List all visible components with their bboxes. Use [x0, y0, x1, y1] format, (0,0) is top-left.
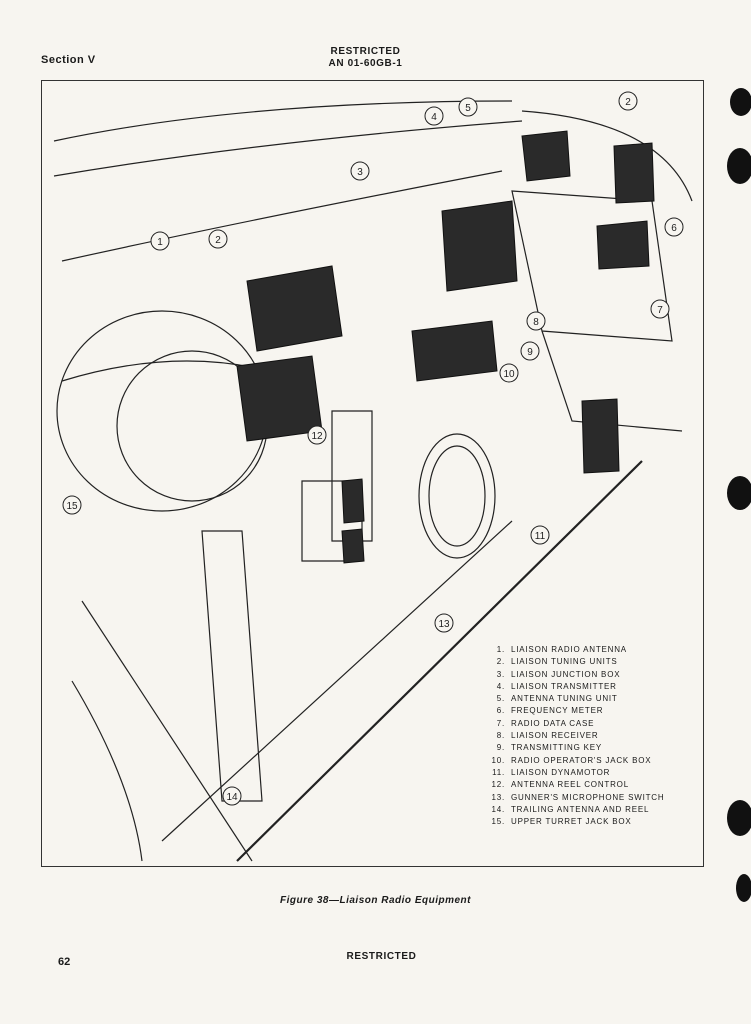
svg-text:6: 6: [671, 223, 677, 234]
svg-text:2: 2: [215, 235, 221, 246]
page-footer: RESTRICTED: [0, 951, 751, 962]
callout-8: 8: [526, 311, 546, 331]
legend-label: RADIO OPERATOR'S JACK BOX: [511, 755, 652, 765]
page-number: 62: [58, 956, 71, 968]
header-classification: RESTRICTED: [330, 46, 401, 57]
figure-legend: 1. LIAISON RADIO ANTENNA 2. LIAISON TUNING …: [490, 644, 664, 828]
header-doc-number: AN 01-60GB-1: [328, 58, 403, 69]
legend-item: 12. ANTENNA REEL CONTROL: [490, 779, 664, 791]
legend-label: GUNNER'S MICROPHONE SWITCH: [511, 792, 665, 802]
legend-number: 7.: [496, 718, 505, 728]
legend-item: 10. RADIO OPERATOR'S JACK BOX: [490, 755, 664, 767]
legend-item: 8. LIAISON RECEIVER: [490, 730, 664, 742]
svg-text:5: 5: [465, 103, 471, 114]
legend-item: 13. GUNNER'S MICROPHONE SWITCH: [490, 792, 664, 804]
legend-label: RADIO DATA CASE: [511, 718, 595, 728]
legend-label: TRANSMITTING KEY: [511, 743, 603, 753]
legend-number: 4.: [496, 681, 505, 691]
equipment-illustration: 1 2 2 3 4 5 6 7 8 9 10 11 12 13 14 15: [53, 91, 693, 862]
legend-item: 6. FREQUENCY METER: [490, 705, 664, 717]
legend-item: 7. RADIO DATA CASE: [490, 718, 664, 730]
legend-item: 2. LIAISON TUNING UNITS: [490, 656, 664, 668]
callout-13: 13: [434, 613, 454, 633]
legend-number: 2.: [496, 657, 505, 667]
binder-hole: [736, 874, 751, 902]
legend-label: LIAISON RADIO ANTENNA: [511, 645, 627, 654]
legend-number: 9.: [496, 743, 505, 753]
svg-text:15: 15: [66, 501, 78, 512]
svg-text:9: 9: [527, 347, 533, 358]
legend-label: ANTENNA REEL CONTROL: [511, 780, 629, 790]
section-label: Section V: [41, 54, 96, 66]
callout-6: 6: [664, 217, 684, 237]
legend-number: 13.: [491, 792, 505, 802]
callout-2b: 2: [618, 91, 638, 111]
svg-text:10: 10: [503, 369, 515, 380]
binder-hole: [730, 88, 751, 116]
legend-number: 3.: [496, 669, 505, 679]
svg-text:3: 3: [357, 167, 363, 178]
legend-item: 5. ANTENNA TUNING UNIT: [490, 693, 664, 705]
callout-1: 1: [150, 231, 170, 251]
legend-label: LIAISON TUNING UNITS: [511, 657, 618, 667]
callout-11: 11: [530, 525, 550, 545]
callout-4: 4: [424, 106, 444, 126]
legend-label: LIAISON DYNAMOTOR: [511, 767, 611, 777]
callout-14: 14: [222, 786, 242, 806]
legend-item: 4. LIAISON TRANSMITTER: [490, 681, 664, 693]
callout-5: 5: [458, 97, 478, 117]
callout-10: 10: [499, 363, 519, 383]
legend-number: 6.: [496, 706, 505, 716]
legend-item: 1. LIAISON RADIO ANTENNA: [490, 644, 664, 656]
callout-12: 12: [307, 425, 327, 445]
legend-label: ANTENNA TUNING UNIT: [511, 694, 618, 704]
binder-hole: [727, 476, 751, 510]
callout-2a: 2: [208, 229, 228, 249]
figure-frame: 1 2 2 3 4 5 6 7 8 9 10 11 12 13 14 15 1.…: [41, 80, 704, 867]
legend-number: 10.: [491, 755, 505, 765]
legend-label: FREQUENCY METER: [511, 706, 604, 716]
svg-text:11: 11: [535, 531, 546, 542]
page-header: RESTRICTED AN 01-60GB-1: [0, 46, 751, 70]
svg-text:8: 8: [533, 317, 539, 328]
legend-label: UPPER TURRET JACK BOX: [511, 817, 632, 827]
legend-number: 15.: [491, 817, 505, 827]
legend-item: 11. LIAISON DYNAMOTOR: [490, 767, 664, 779]
callout-15: 15: [62, 495, 82, 515]
legend-label: LIAISON RECEIVER: [511, 731, 599, 741]
legend-number: 8.: [496, 731, 505, 741]
svg-text:14: 14: [226, 792, 238, 803]
legend-item: 9. TRANSMITTING KEY: [490, 742, 664, 754]
callout-7: 7: [650, 299, 670, 319]
legend-number: 11.: [492, 767, 505, 777]
legend-item: 14. TRAILING ANTENNA AND REEL: [490, 804, 664, 816]
legend-number: 14.: [491, 804, 505, 814]
svg-text:13: 13: [438, 619, 450, 630]
legend-item: 15. UPPER TURRET JACK BOX: [490, 816, 664, 828]
callout-3: 3: [350, 161, 370, 181]
legend-label: LIAISON JUNCTION BOX: [511, 669, 621, 679]
figure-caption: Figure 38—Liaison Radio Equipment: [280, 895, 471, 906]
svg-text:2: 2: [625, 97, 631, 108]
legend-label: LIAISON TRANSMITTER: [511, 681, 617, 691]
footer-classification: RESTRICTED: [346, 951, 417, 962]
legend-number: 12.: [491, 780, 505, 790]
binder-hole: [727, 148, 751, 184]
svg-text:1: 1: [157, 237, 163, 248]
binder-hole: [727, 800, 751, 836]
legend-number: 5.: [496, 694, 505, 704]
legend-label: TRAILING ANTENNA AND REEL: [511, 804, 650, 814]
svg-text:4: 4: [431, 112, 437, 123]
legend-item: 3. LIAISON JUNCTION BOX: [490, 669, 664, 681]
svg-text:12: 12: [311, 431, 323, 442]
svg-text:7: 7: [657, 305, 663, 316]
legend-number: 1.: [496, 645, 505, 654]
callout-9: 9: [520, 341, 540, 361]
